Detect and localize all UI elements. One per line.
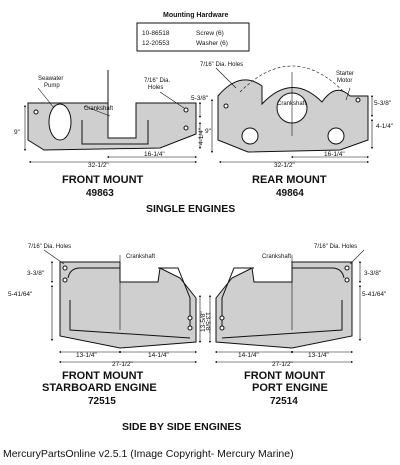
front-mount-title: FRONT MOUNT [62,174,144,186]
front-mount-dim-top-right: 5-3/8" [191,95,209,102]
starboard-mount-plate [59,261,197,349]
front-mount-hole [183,125,189,131]
starboard-mount-dim-right-bottom: 14-1/4" [148,352,169,359]
leader-line [345,87,351,101]
rear-mount-crank-label: Crankshaft [277,101,306,107]
front-mount-dim-left: 9" [14,129,21,136]
leader-line [159,91,185,109]
starboard-mount-hole [187,315,193,321]
port-mount-dim-right: 5-41/64" [362,291,387,298]
port-mount-subtitle: PORT ENGINE [252,382,328,394]
port-mount-edge [292,267,345,279]
port-mount-title: FRONT MOUNT [244,370,326,382]
starboard-mount-dim-top-left: 3-3/8" [27,270,45,277]
side-by-side-heading: SIDE BY SIDE ENGINES [122,421,241,433]
port-mount-bend [221,300,343,339]
leader-line [215,67,237,89]
rear-mount-part: 49864 [276,188,304,199]
rear-mount-hole [223,103,229,109]
rear-mount-holes-label: 7/16" Dia. Holes [200,62,243,68]
footer-copyright: MercuryPartsOnline v2.5.1 (Image Copyrig… [3,448,294,460]
starboard-mount-hole [62,277,68,283]
port-mount-crank-label: Crankshaft [262,254,291,260]
port-mount-drawing [208,249,365,364]
starboard-mount-dim-left-bottom: 13-1/4" [76,352,97,359]
hardware-box: Mounting Hardware 10-86518 Screw (6) 12-… [136,12,250,52]
hardware-desc-1: Screw (6) [196,30,224,37]
hardware-frame [136,22,250,52]
port-mount-hole [344,277,350,283]
starboard-mount-drawing [43,249,202,364]
leader-line [83,105,111,117]
rear-mount-hole [355,97,361,103]
port-mount-dim-left: 13-5/8" [200,311,207,332]
front-mount-single-drawing [23,70,202,164]
hardware-desc-2: Washer (6) [196,40,228,47]
rear-mount-dim-total: 32-1/2" [274,162,295,169]
single-engines-heading: SINGLE ENGINES [146,203,235,215]
front-mount-hole [183,107,189,113]
starboard-mount-holes-label: 7/16" Dia. Holes [28,244,71,250]
front-mount-holes-label: 7/16" Dia.Holes [144,78,170,91]
port-mount-dim-left-bottom: 14-1/4" [238,352,259,359]
starboard-mount-dim-right: 13-5/8" [204,312,211,333]
starboard-mount-dim-total: 27-1/2" [112,361,133,368]
rear-mount-arc [239,65,345,93]
starboard-mount-hole [62,265,68,271]
hardware-title: Mounting Hardware [163,12,228,19]
port-mount-plate [215,261,353,349]
port-mount-dim-top-right: 3-3/8" [364,270,382,277]
rear-mount-dim-left: 9" [205,128,212,135]
leader-line [43,249,65,265]
front-mount-channel [81,120,149,145]
starboard-mount-edge [67,267,120,279]
hardware-part-2: 12-20553 [142,40,170,47]
hardware-part-1: 10-86518 [142,30,170,37]
front-mount-hole [33,109,39,115]
front-mount-part: 49863 [86,188,114,199]
rear-mount-hole-large [327,127,345,145]
port-mount-dim-total: 27-1/2" [272,361,293,368]
front-mount-crank-label: Crankshaft [84,106,113,112]
starboard-mount-title: FRONT MOUNT [62,370,144,382]
rear-mount-title: REAR MOUNT [252,174,327,186]
rear-mount-dim-top-right: 5-3/8" [374,100,392,107]
rear-mount-single-drawing [210,65,374,164]
front-mount-dim-right: 4-1/4" [198,127,205,145]
port-mount-hole [344,265,350,271]
starboard-mount-crank-label: Crankshaft [126,254,155,260]
rear-mount-dim-half: 16-1/4" [324,151,345,158]
leader-line [37,87,55,109]
starboard-mount-flange [158,267,191,330]
port-mount-hole [219,315,225,321]
leader-line [349,249,365,265]
starboard-mount-part: 72515 [88,396,116,407]
starboard-mount-bend [69,300,191,339]
starboard-mount-subtitle: STARBOARD ENGINE [42,382,157,394]
starboard-mount-dim-left: 5-41/64" [8,291,33,298]
rear-mount-dim-right: 4-1/4" [376,123,394,130]
port-mount-holes-label: 7/16" Dia. Holes [314,244,357,250]
port-mount-part: 72514 [270,396,298,407]
front-mount-dim-half: 16-1/4" [144,151,165,158]
port-mount-dim-right-bottom: 13-1/4" [308,352,329,359]
starboard-mount-hole [187,325,193,331]
front-mount-dim-total: 32-1/2" [88,162,109,169]
front-mount-cutout [48,103,72,141]
port-mount-flange [221,267,254,330]
port-mount-hole [219,325,225,331]
rear-mount-hole-large [241,127,259,145]
